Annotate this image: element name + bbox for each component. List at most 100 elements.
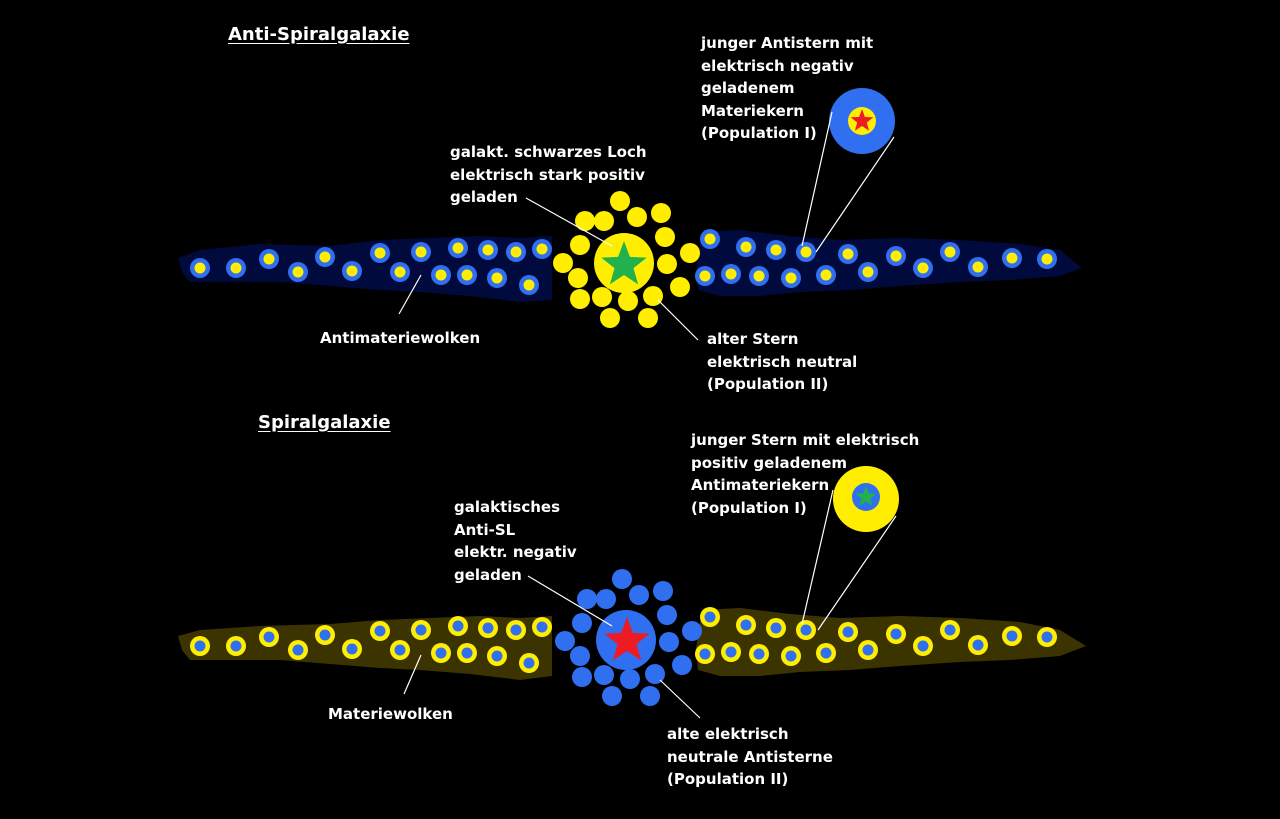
pointer-line xyxy=(525,197,613,247)
old-antistar xyxy=(645,664,665,684)
young-antistar-core xyxy=(230,262,242,274)
label-matter-clouds: Materiewolken xyxy=(328,705,453,723)
old-star xyxy=(553,253,573,273)
old-star xyxy=(570,235,590,255)
pointer-line xyxy=(815,136,895,253)
old-antistar xyxy=(653,581,673,601)
label-anti-black-hole: galaktisches Anti-SL elektr. negativ gel… xyxy=(454,498,577,584)
title-anti-spiral-galaxy: Anti-Spiralgalaxie xyxy=(228,24,410,45)
young-antistar-core xyxy=(292,266,304,278)
young-antistar-core xyxy=(944,246,956,258)
old-star xyxy=(638,308,658,328)
label-old-star: alter Stern elektrisch neutral (Populati… xyxy=(707,330,858,393)
old-antistar xyxy=(602,686,622,706)
spiral-galaxy xyxy=(178,466,1086,719)
old-star xyxy=(600,308,620,328)
young-antistar-core xyxy=(800,246,812,258)
old-star xyxy=(627,207,647,227)
young-antistar-core xyxy=(491,272,503,284)
star-icon xyxy=(604,617,650,661)
young-star-core xyxy=(194,640,206,652)
pointer-line xyxy=(403,654,422,695)
old-antistar xyxy=(594,665,614,685)
old-star xyxy=(651,203,671,223)
young-star-core xyxy=(536,621,548,633)
young-star-core xyxy=(972,639,984,651)
pointer-line xyxy=(801,111,833,247)
old-star xyxy=(680,243,700,263)
label-black-hole: galakt. schwarzes Loch elektrisch stark … xyxy=(450,143,647,206)
young-antistar-core xyxy=(842,248,854,260)
young-star-core xyxy=(704,611,716,623)
old-antistar xyxy=(577,589,597,609)
young-antistar-core xyxy=(770,244,782,256)
young-star-core xyxy=(292,644,304,656)
young-antistar-core xyxy=(435,269,447,281)
anti-spiral-galaxy xyxy=(178,88,1082,341)
young-antistar-core xyxy=(820,269,832,281)
young-star-core xyxy=(785,650,797,662)
old-antistar xyxy=(659,632,679,652)
title-spiral-galaxy: Spiralgalaxie xyxy=(258,412,391,433)
young-star-core xyxy=(394,644,406,656)
young-star-core xyxy=(523,657,535,669)
old-star xyxy=(670,277,690,297)
young-stars-left xyxy=(190,616,552,673)
young-star-core xyxy=(1041,631,1053,643)
old-stars-halo xyxy=(553,191,700,328)
old-antistar xyxy=(555,631,575,651)
young-star-core xyxy=(770,622,782,634)
young-star-core xyxy=(740,619,752,631)
old-antistar xyxy=(572,667,592,687)
young-antistar-core xyxy=(699,270,711,282)
star-icon xyxy=(855,486,877,506)
star-icon xyxy=(850,109,874,131)
young-antistar-core xyxy=(194,262,206,274)
pointer-line xyxy=(659,679,701,719)
old-antistars-halo xyxy=(555,569,702,706)
young-antistars-right xyxy=(695,229,1057,288)
old-antistar xyxy=(682,621,702,641)
old-star xyxy=(594,211,614,231)
young-stars-right xyxy=(695,607,1057,666)
young-antistar-core xyxy=(482,244,494,256)
label-old-antistars: alte elektrisch neutrale Antisterne (Pop… xyxy=(667,725,833,788)
old-star xyxy=(570,289,590,309)
old-star xyxy=(618,291,638,311)
young-star-core xyxy=(346,643,358,655)
young-antistar-core xyxy=(523,279,535,291)
pointer-line xyxy=(398,274,422,315)
old-star xyxy=(592,287,612,307)
young-antistar-core xyxy=(374,247,386,259)
young-star-core xyxy=(461,647,473,659)
young-star-core xyxy=(820,647,832,659)
young-star-core xyxy=(452,620,464,632)
young-antistar-core xyxy=(704,233,716,245)
young-star-core xyxy=(944,624,956,636)
young-antistar-core xyxy=(740,241,752,253)
young-star-core xyxy=(435,647,447,659)
old-star xyxy=(575,211,595,231)
old-antistar xyxy=(612,569,632,589)
old-antistar xyxy=(657,605,677,625)
young-antistar-core xyxy=(1041,253,1053,265)
young-star-core xyxy=(842,626,854,638)
young-star-core xyxy=(415,624,427,636)
old-antistar xyxy=(640,686,660,706)
label-young-star: junger Stern mit elektrisch positiv gela… xyxy=(691,431,920,517)
young-antistar-core xyxy=(972,261,984,273)
young-star-core xyxy=(1006,630,1018,642)
young-antistar-core xyxy=(415,246,427,258)
young-star-core xyxy=(482,622,494,634)
young-star-core xyxy=(917,640,929,652)
pointer-line xyxy=(657,299,699,341)
young-antistar-core xyxy=(452,242,464,254)
old-antistar xyxy=(672,655,692,675)
young-star-core xyxy=(725,646,737,658)
old-star xyxy=(610,191,630,211)
young-antistar-core xyxy=(510,246,522,258)
old-antistar xyxy=(596,589,616,609)
pointer-line xyxy=(801,489,834,625)
young-star-core xyxy=(374,625,386,637)
young-star-core xyxy=(510,624,522,636)
